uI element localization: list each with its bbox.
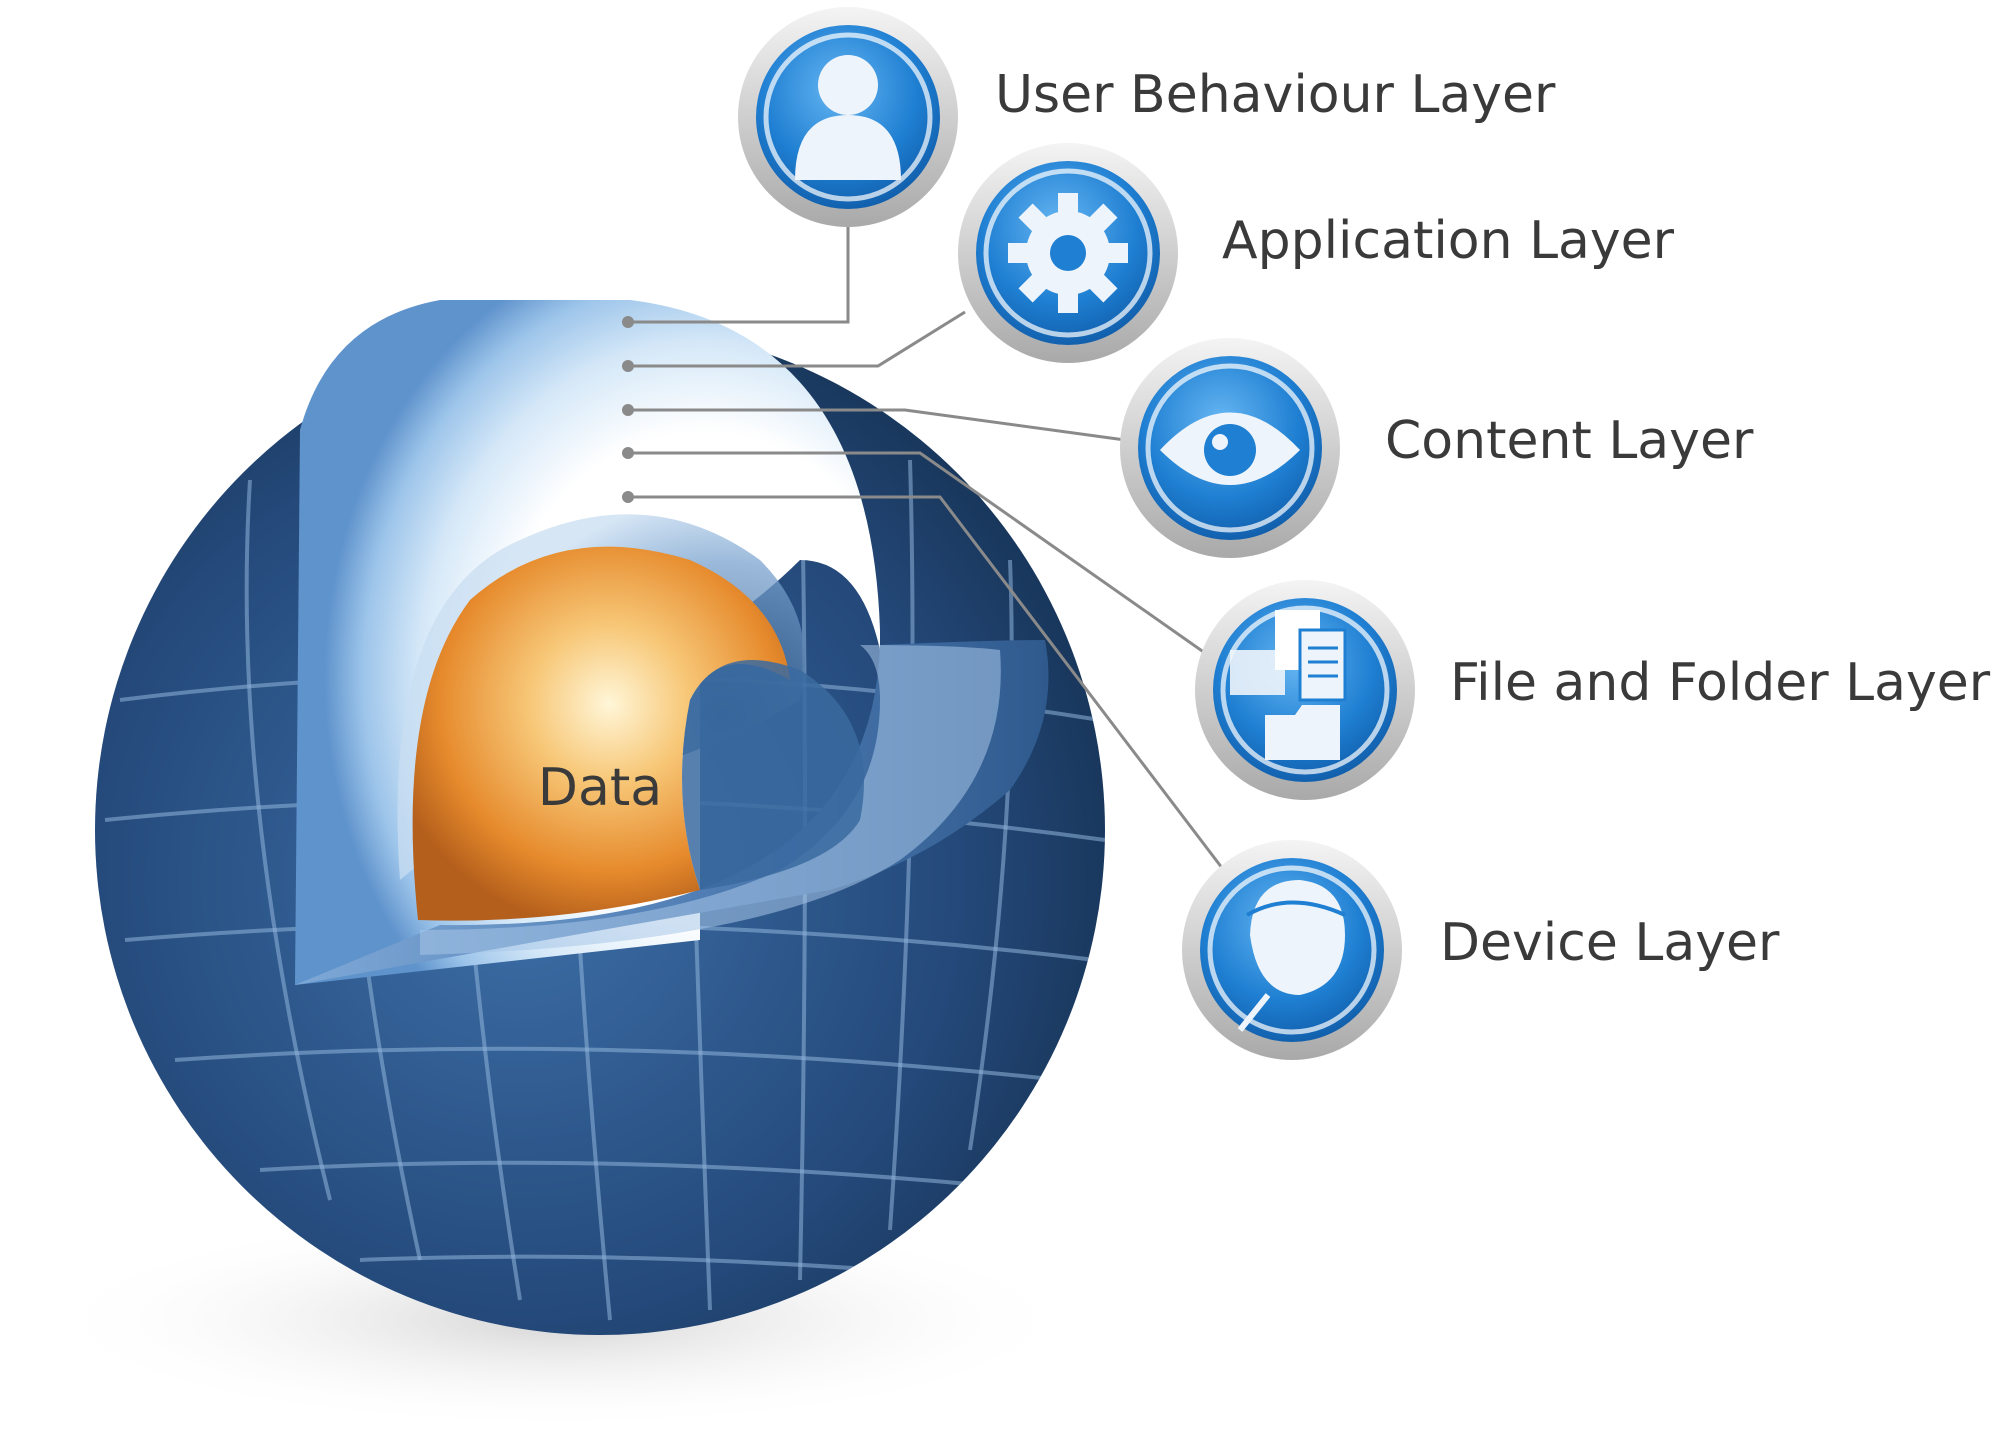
layer-label-application: Application Layer (1222, 211, 1675, 271)
core-hollow (682, 660, 864, 890)
core-label: Data (538, 758, 662, 818)
data-core (412, 546, 790, 921)
device-icon (1182, 840, 1402, 1060)
user-icon (738, 7, 958, 227)
layer-label-device: Device Layer (1440, 913, 1780, 973)
gear-icon (958, 143, 1178, 363)
connector-dots (622, 316, 634, 503)
connector-device (628, 495, 1237, 886)
layer-label-content: Content Layer (1385, 411, 1754, 471)
files-folders-icon (1195, 580, 1415, 800)
layer-label-file-folder: File and Folder Layer (1450, 653, 1991, 713)
connectors (628, 225, 1237, 886)
layer-label-user: User Behaviour Layer (995, 65, 1556, 125)
cut-face-bands (420, 645, 1001, 955)
connector-content (628, 408, 1126, 442)
connector-file (628, 451, 1216, 662)
sphere: Data (95, 300, 1105, 1335)
connector-user (628, 225, 850, 324)
connector-application (628, 310, 966, 368)
eye-icon (1120, 338, 1340, 558)
